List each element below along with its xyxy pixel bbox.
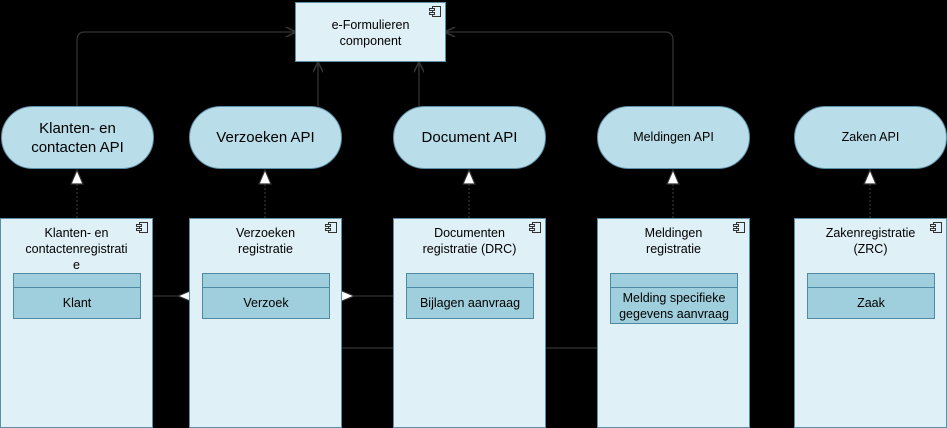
api-label: Document API [421,129,518,146]
open-triangle-arrow-icon [258,168,272,185]
component-icon [733,222,746,234]
component-label: Documenten registratie (DRC) [422,226,517,256]
component-label: Verzoeken registratie [235,226,296,256]
entity-bijlagen-aanvraag[interactable]: Bijlagen aanvraag [406,273,534,319]
component-label: Meldingen registratie [644,226,703,256]
connector-meldingen-api-to-eformulieren [446,32,674,106]
entity-label: Klant [62,296,92,310]
entity-zaak[interactable]: Zaak [807,273,935,319]
entity-verzoek[interactable]: Verzoek [202,273,330,319]
api-label: Verzoeken API [216,129,315,146]
open-triangle-arrow-icon [70,168,84,185]
api-klanten-en-contacten[interactable]: Klanten- en contacten API [1,106,154,169]
api-verzoeken[interactable]: Verzoeken API [189,106,342,169]
open-triangle-arrow-icon [666,168,680,185]
e-formulieren-component-label: e-Formulieren component [331,18,410,48]
component-verzoeken-registratie[interactable]: Verzoeken registratie Verzoek [189,218,342,428]
entity-label: Bijlagen aanvraag [419,296,521,310]
component-meldingen-registratie[interactable]: Meldingen registratie Melding specifieke… [597,218,750,428]
api-document[interactable]: Document API [393,106,546,169]
api-meldingen[interactable]: Meldingen API [597,106,750,169]
component-zakenregistratie[interactable]: Zakenregistratie (ZRC) Zaak [794,218,947,428]
component-icon [136,222,149,234]
component-icon [529,222,542,234]
open-triangle-arrow-icon [462,168,476,185]
entity-label: Melding specifieke gegevens aanvraag [619,290,729,321]
component-label: Klanten- en contactenregistrati e [25,226,128,272]
component-icon [429,6,442,18]
e-formulieren-component[interactable]: e-Formulieren component [295,2,446,62]
component-klanten-contactenregistratie[interactable]: Klanten- en contactenregistrati e Klant [0,218,153,428]
api-label: Zaken API [841,130,900,144]
entity-melding-specifieke-gegevens[interactable]: Melding specifieke gegevens aanvraag [610,273,738,324]
api-label: Klanten- en contacten API [31,119,124,156]
entity-label: Verzoek [243,296,289,310]
component-icon [930,222,943,234]
entity-label: Zaak [857,296,885,310]
connector-klanten-api-to-eformulieren [76,32,295,106]
component-icon [325,222,338,234]
component-label: Zakenregistratie (ZRC) [825,226,916,256]
component-documenten-registratie[interactable]: Documenten registratie (DRC) Bijlagen aa… [393,218,546,428]
api-label: Meldingen API [633,130,714,144]
entity-klant[interactable]: Klant [13,273,141,319]
api-zaken[interactable]: Zaken API [794,106,947,169]
open-triangle-arrow-icon [863,168,877,185]
